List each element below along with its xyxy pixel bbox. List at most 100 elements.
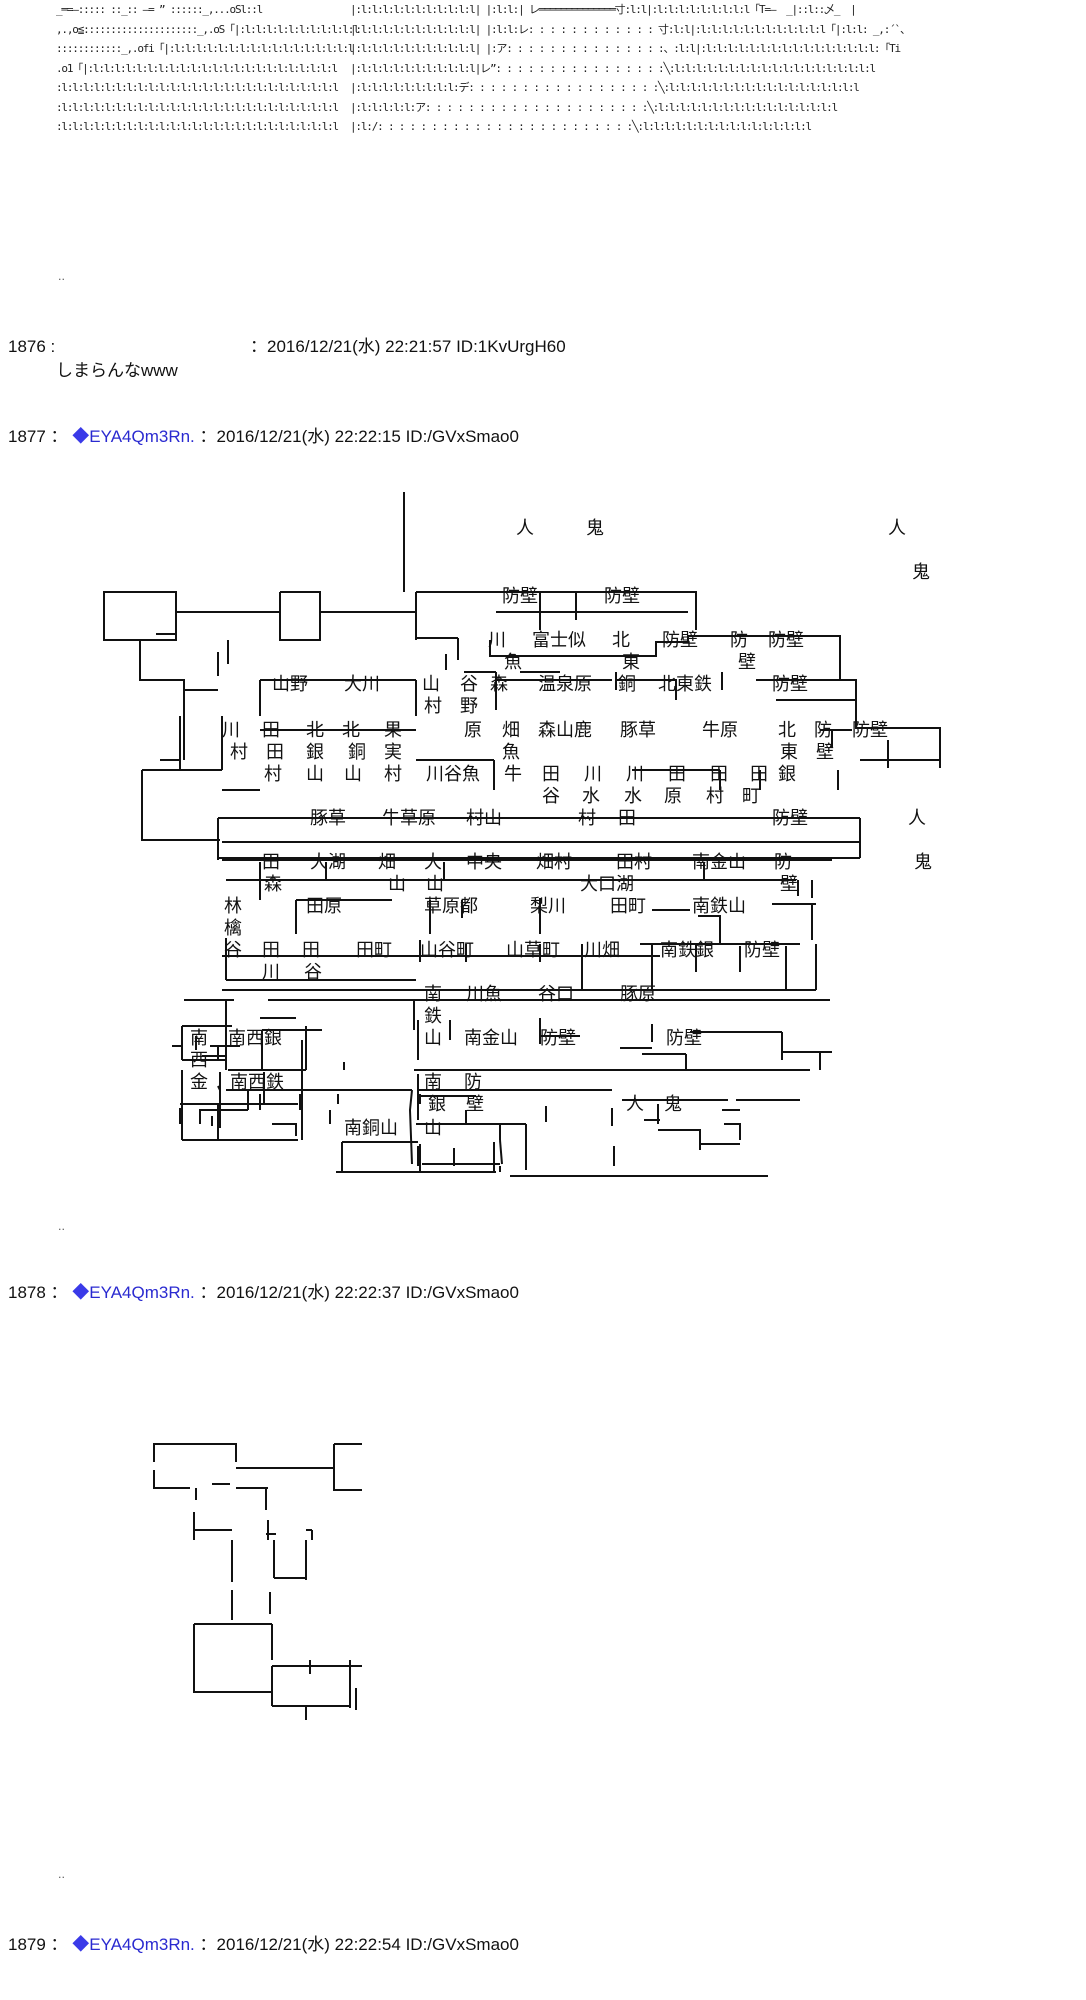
map-label: 防壁 (852, 720, 888, 741)
map-label: 田町 (610, 896, 646, 917)
map-label: 南 (190, 1028, 208, 1049)
post-number[interactable]: 1877 (8, 427, 46, 446)
post-date: 2016/12/21(水) 22:21:57 (267, 337, 452, 356)
post-number[interactable]: 1876 (8, 337, 46, 356)
map-label: 壁 (466, 1094, 484, 1115)
map-label: 川畑 (584, 940, 620, 961)
post-id[interactable]: ID:/GVxSmao0 (405, 1935, 519, 1954)
map-label: 村山 (466, 808, 502, 829)
map-label: 牛 (504, 764, 522, 785)
map-label: 鬼 (664, 1094, 682, 1115)
map-label: 田原 (306, 896, 342, 917)
map-label: 田町 (356, 940, 392, 961)
map-label: 田 (262, 852, 280, 873)
map-label: 田 (542, 764, 560, 785)
map-label: 森 (264, 874, 282, 895)
map-label: 銅 (348, 742, 366, 763)
map-label: 大川 (344, 674, 380, 695)
map-label: 人 (908, 808, 926, 829)
post-separator: .. (58, 1220, 65, 1233)
post-date: 2016/12/21(水) 22:22:37 (216, 1283, 401, 1302)
map-label: 北東鉄 (658, 674, 712, 695)
map-label: 東 (780, 742, 798, 763)
map-label: 壁 (780, 874, 798, 895)
map-label: 畑 (502, 720, 520, 741)
map-label: 谷口 (538, 984, 574, 1005)
map-label: 西 (190, 1050, 208, 1071)
map-label: 牛原 (702, 720, 738, 741)
map-label: 防壁 (772, 674, 808, 695)
post-id[interactable]: ID:1KvUrgH60 (456, 337, 566, 356)
ascii-art-top-left: _═=–::::: ::_:: –= ” ::::::_,...oSl::l ,… (56, 3, 360, 133)
map-label: 森山鹿 (538, 720, 592, 741)
map-label: 魚 (504, 652, 522, 673)
map-label: 壁 (738, 652, 756, 673)
post-date: 2016/12/21(水) 22:22:54 (216, 1935, 401, 1954)
map-label: 魚 (502, 742, 520, 763)
map-label: 山 (306, 764, 324, 785)
map-label: 豚草 (310, 808, 346, 829)
map-label: 村 (384, 764, 402, 785)
map-label: 温泉原 (538, 674, 592, 695)
map-label: 豚原 (620, 984, 656, 1005)
map-label: 防壁 (502, 586, 538, 607)
map-label: 山谷町 (420, 940, 474, 961)
map-label: 人 (888, 518, 906, 539)
map-label: 中央 (466, 852, 502, 873)
map-label: 防 (814, 720, 832, 741)
map-label: 畑 (378, 852, 396, 873)
map-label: 谷 (542, 786, 560, 807)
map-label: 富士似 (532, 630, 586, 651)
post-number[interactable]: 1879 (8, 1935, 46, 1954)
map-label: 銅 (618, 674, 636, 695)
map-label: 田 (618, 808, 636, 829)
post-header-1879: 1879 ： ◆EYA4Qm3Rn. ：2016/12/21(水) 22:22:… (8, 1935, 519, 1954)
map-label: 山 (426, 874, 444, 895)
post-separator: .. (58, 270, 65, 283)
map-label: 鬼 (912, 562, 930, 583)
map-label: 南西銀 (228, 1028, 282, 1049)
map-label: 檎 (224, 918, 242, 939)
map-label: 銀 (778, 764, 796, 785)
map-label: 鬼 (586, 518, 604, 539)
post-number[interactable]: 1878 (8, 1283, 46, 1302)
map-label: 川 (626, 764, 644, 785)
map-label: 川 (584, 764, 602, 785)
map-label: 金 (190, 1072, 208, 1093)
map-label: 川 (262, 962, 280, 983)
post-header-1877: 1877 ： ◆EYA4Qm3Rn. ：2016/12/21(水) 22:22:… (8, 427, 519, 446)
map-label: 銀 (428, 1094, 446, 1115)
map-label: 野 (460, 696, 478, 717)
map-label: 村 (230, 742, 248, 763)
map-label: 防壁 (744, 940, 780, 961)
map-label: 田 (266, 742, 284, 763)
map-label: 原 (464, 720, 482, 741)
map-label: 畑村 (536, 852, 572, 873)
map-label: 果 (384, 720, 402, 741)
post-id[interactable]: ID:/GVxSmao0 (405, 427, 519, 446)
map-label: 村 (264, 764, 282, 785)
map-label: 村 (706, 786, 724, 807)
map-label: 防壁 (662, 630, 698, 651)
map-label: 山 (422, 674, 440, 695)
map-label: 豚草 (620, 720, 656, 741)
map-label: 南西鉄 (230, 1072, 284, 1093)
map-label: 人 (626, 1094, 644, 1115)
map-label: 東 (622, 652, 640, 673)
post-date: 2016/12/21(水) 22:22:15 (216, 427, 401, 446)
post-name: EYA4Qm3Rn. (89, 427, 195, 446)
map-label: 防 (730, 630, 748, 651)
map-label: 田 (710, 764, 728, 785)
map-label: 川谷魚 (426, 764, 480, 785)
map-label: 林 (224, 896, 242, 917)
trip-diamond-icon: ◆ (72, 1283, 90, 1302)
post-id[interactable]: ID:/GVxSmao0 (405, 1283, 519, 1302)
map-label: 北 (306, 720, 324, 741)
map-label: 南銅山 (344, 1118, 398, 1139)
trip-diamond-icon: ◆ (72, 427, 90, 446)
ascii-art-top-right: |:l:l:l:l:l:l:l:l:l:l:l| |:l:l:| レ══════… (350, 3, 911, 133)
map-label: 川魚 (466, 984, 502, 1005)
map-label: 谷 (304, 962, 322, 983)
map-label: 山 (424, 1118, 442, 1139)
